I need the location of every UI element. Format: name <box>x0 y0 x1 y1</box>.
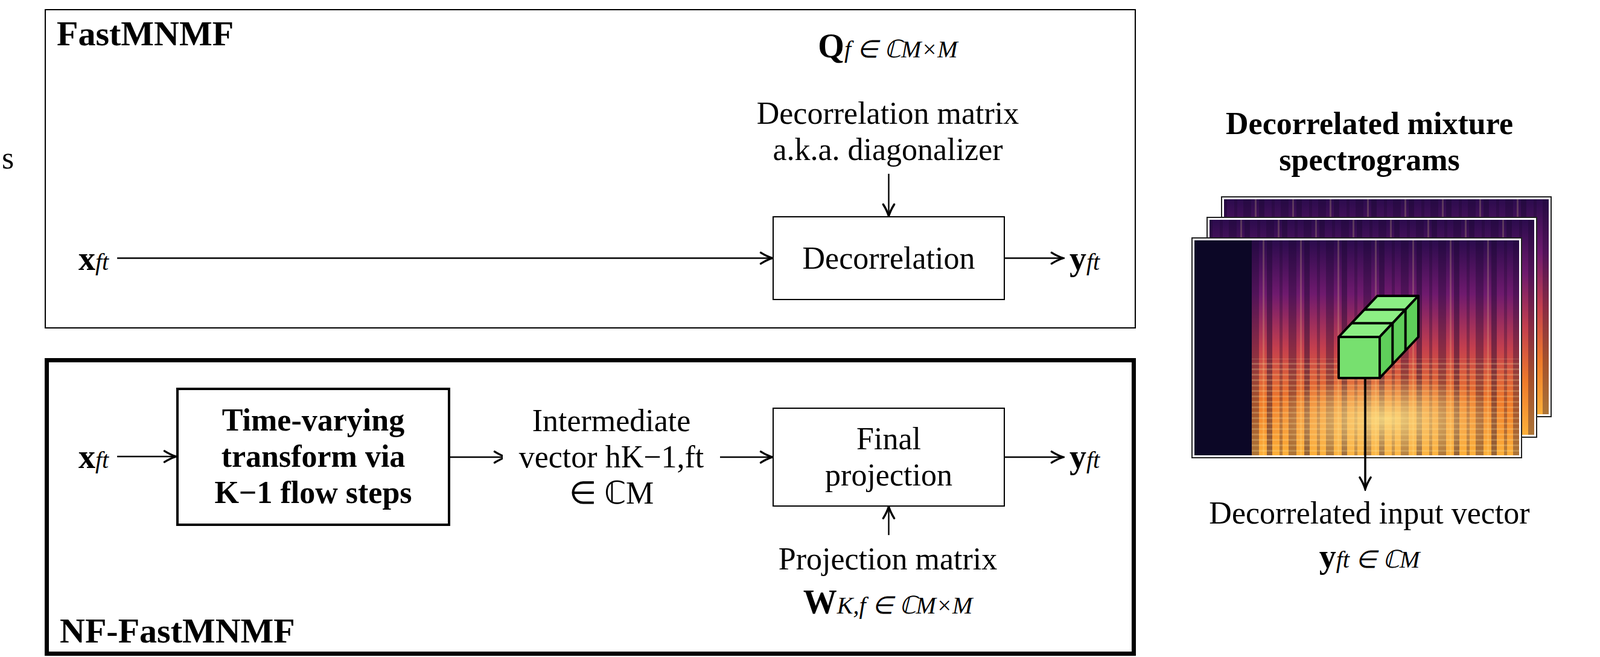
cut-off-text: s <box>1 140 14 177</box>
figure-heading: Decorrelated mixture spectrograms <box>1188 105 1551 179</box>
process-box: Decorrelation <box>772 216 1005 300</box>
signal-arrow <box>117 455 177 457</box>
box-label: Time-varying transform via K−1 flow step… <box>198 401 428 510</box>
annotation: Projection matrix <box>778 540 998 577</box>
signal-arrow <box>117 257 773 259</box>
cube-front <box>1338 336 1380 378</box>
box-label: Final projection <box>801 420 977 494</box>
spectrogram-silence <box>1194 240 1252 456</box>
signal-arrow <box>1004 257 1064 259</box>
box-label: Decorrelation <box>786 240 992 277</box>
frame-title: NF-FastMNMF <box>59 610 296 652</box>
spectrogram-energy <box>1264 376 1506 462</box>
annotation: Decorrelated input vector <box>1208 494 1530 532</box>
math-symbol: Qf ∈ ℂM×M <box>817 26 958 66</box>
math-symbol: WK,f ∈ ℂM×M <box>803 582 973 622</box>
input-symbol: xft <box>78 239 109 278</box>
frame-title: FastMNMF <box>56 13 234 55</box>
output-symbol: yft <box>1069 436 1100 476</box>
annotation: Decorrelation matrix a.k.a. diagonalizer <box>724 95 1051 168</box>
leader-arrow <box>1364 379 1367 489</box>
math-symbol: yft ∈ ℂM <box>1319 536 1421 576</box>
tf-bin-cube <box>1338 295 1419 378</box>
input-symbol: xft <box>78 436 109 476</box>
edge-label: Intermediate vector hK−1,ft ∈ ℂM <box>502 400 721 514</box>
process-box: Final projection <box>772 407 1005 507</box>
cube-division <box>1391 322 1394 364</box>
process-box: Time-varying transform via K−1 flow step… <box>176 387 451 526</box>
output-symbol: yft <box>1069 239 1100 278</box>
cube-side <box>1379 295 1419 378</box>
cube-division <box>1351 321 1393 325</box>
method-frame: FastMNMF Decorrelation <box>44 9 1136 329</box>
signal-arrow <box>1004 456 1064 458</box>
parameter-arrow <box>887 506 890 535</box>
cube-division <box>1404 309 1407 351</box>
spectrogram-layer <box>1192 237 1522 462</box>
parameter-arrow <box>887 173 890 217</box>
cube-division <box>1364 308 1406 311</box>
